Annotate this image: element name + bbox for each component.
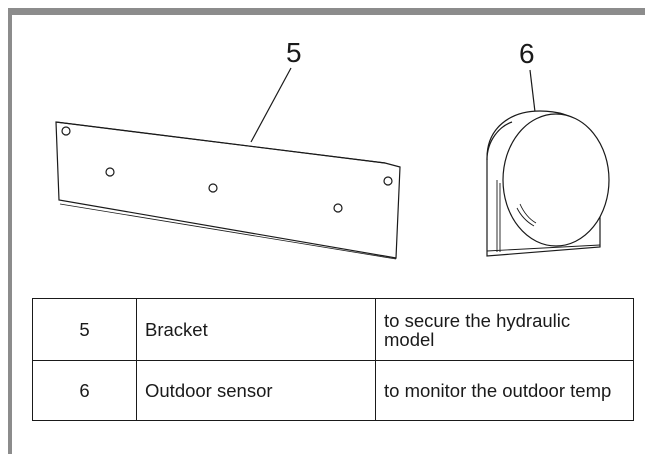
callout-label-5: 5 — [286, 37, 302, 68]
frame-top-border — [8, 8, 645, 15]
bracket-hole — [208, 183, 218, 193]
parts-illustration: 5 6 — [12, 15, 645, 285]
bracket-hole — [61, 126, 71, 136]
bracket-hole — [383, 176, 393, 186]
callout-leader-6 — [529, 69, 536, 113]
table-row: 6 Outdoor sensor to monitor the outdoor … — [32, 360, 634, 421]
frame-left-border — [8, 8, 12, 454]
part-name: Outdoor sensor — [136, 360, 376, 421]
callout-leader-5 — [250, 67, 292, 143]
bracket-hole — [333, 203, 343, 213]
outdoor-sensor-drawing — [486, 110, 610, 257]
table-row: 5 Bracket to secure the hydraulic model — [32, 298, 634, 361]
callout-label-6: 6 — [519, 38, 535, 69]
parts-table: 5 Bracket to secure the hydraulic model … — [32, 298, 634, 421]
part-number: 5 — [32, 298, 137, 361]
part-number: 6 — [32, 360, 137, 421]
bracket-drawing — [55, 121, 401, 260]
part-description: to monitor the outdoor temp — [375, 360, 634, 421]
bracket-hole — [105, 167, 115, 177]
part-description: to secure the hydraulic model — [375, 298, 634, 361]
part-name: Bracket — [136, 298, 376, 361]
